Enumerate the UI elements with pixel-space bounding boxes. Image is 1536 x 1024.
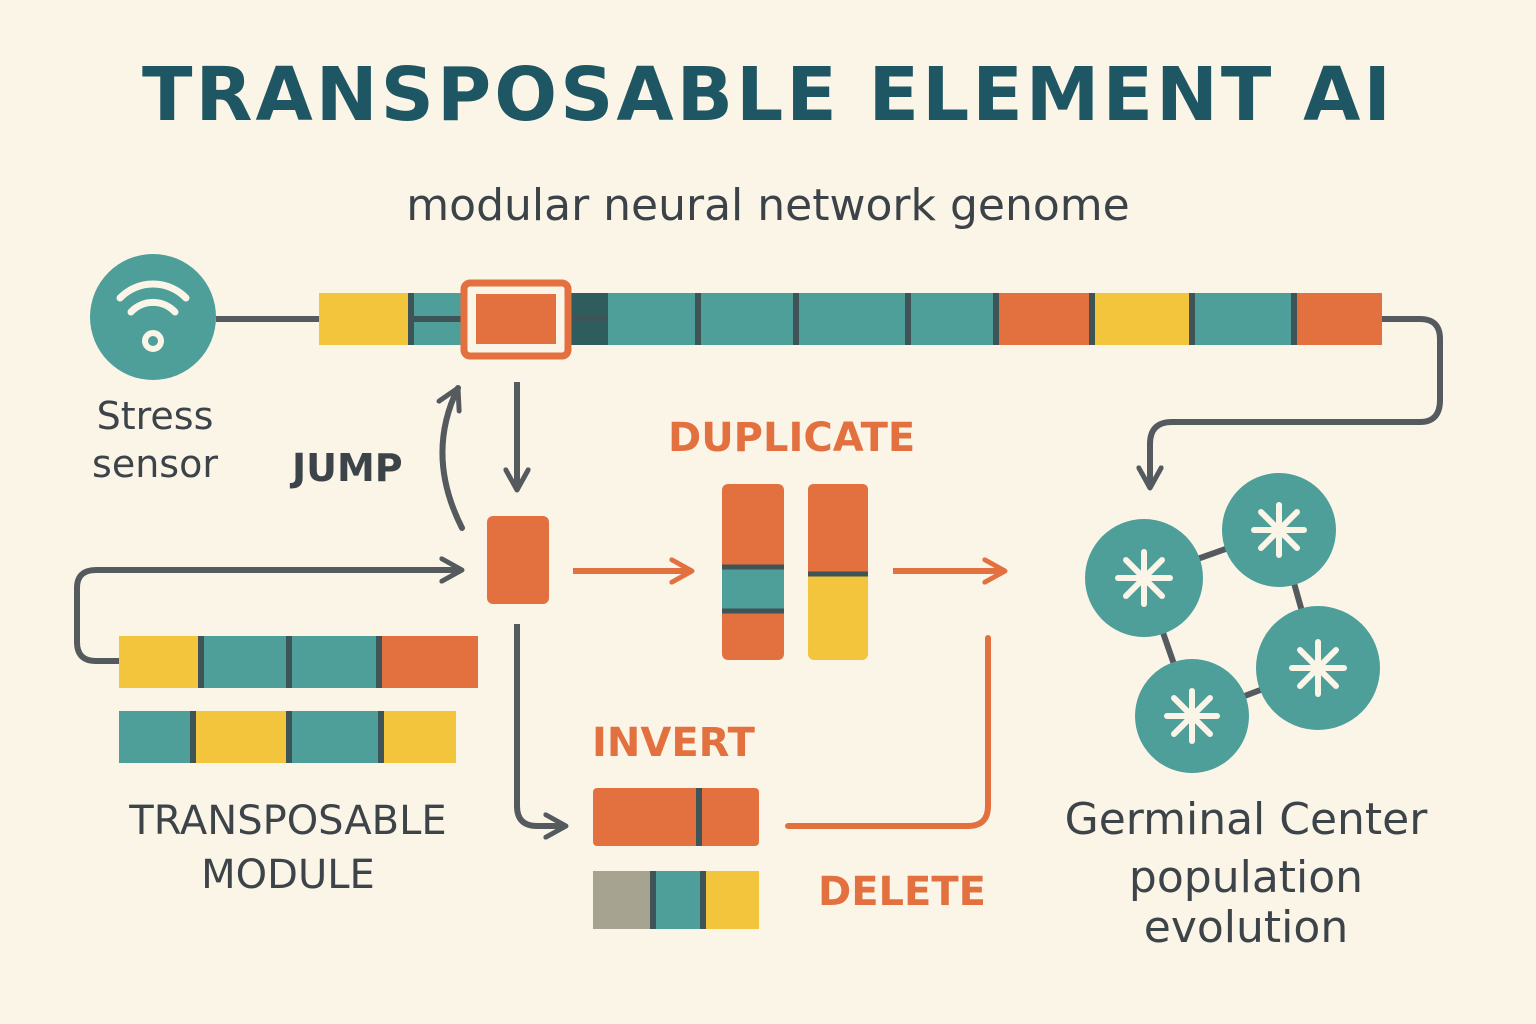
invert-label: INVERT	[592, 720, 755, 766]
stress-sensor-label-1: Stress	[96, 394, 214, 438]
module-row-1	[119, 636, 478, 688]
page-subtitle: modular neural network genome	[406, 180, 1130, 231]
genome-seg-4	[608, 293, 698, 345]
module-insert-arrow	[74, 570, 462, 664]
genome-seg-6	[796, 293, 908, 345]
module-row-2	[119, 711, 456, 763]
invert-return-path	[785, 635, 991, 829]
element-to-invert-arrow	[514, 624, 566, 826]
module-label-2: MODULE	[201, 852, 375, 898]
genome-dividers	[408, 293, 1297, 345]
germinal-label-2: population	[1128, 852, 1364, 903]
genome-seg-7	[908, 293, 996, 345]
transposon-element	[487, 516, 549, 604]
genome-to-population-arrow	[1150, 316, 1443, 488]
delete-bar	[593, 871, 759, 929]
page-title: TRANSPOSABLE ELEMENT AI	[142, 52, 1394, 138]
genome-seg-11	[1294, 293, 1382, 345]
duplicate-right-block	[808, 484, 868, 660]
dup-right-top	[808, 484, 868, 574]
sensor-circle	[90, 254, 216, 380]
genome-seg-10	[1192, 293, 1294, 345]
germinal-label-1: Germinal Center	[1064, 794, 1428, 845]
delete-label: DELETE	[818, 869, 986, 915]
population-cell-4	[1135, 659, 1249, 773]
selected-element	[476, 294, 556, 344]
dup-left-band	[722, 567, 784, 611]
asterisk-cell-icon	[1251, 502, 1307, 558]
stress-sensor	[90, 254, 216, 380]
population-cell-2	[1222, 473, 1336, 587]
population-cell-1	[1085, 519, 1203, 637]
asterisk-cell-icon	[1115, 549, 1173, 607]
asterisk-cell-icon	[1289, 639, 1347, 697]
asterisk-cell-icon	[1164, 688, 1220, 744]
module-label-1: TRANSPOSABLE	[129, 798, 447, 844]
genome-seg-8	[996, 293, 1092, 345]
genome-seg-9	[1092, 293, 1192, 345]
genome-seg-5	[698, 293, 796, 345]
wifi-signal-icon	[116, 280, 190, 352]
duplicate-left-block	[722, 484, 784, 660]
duplicate-label: DUPLICATE	[668, 415, 916, 461]
jump-arrow	[442, 385, 465, 531]
germinal-label-3: evolution	[1143, 902, 1349, 953]
genome-seg-1	[319, 293, 411, 345]
population-cell-3	[1256, 606, 1380, 730]
jump-label: JUMP	[292, 446, 403, 490]
stress-sensor-label-2: sensor	[92, 442, 218, 486]
genome-bar	[319, 279, 1382, 360]
invert-bar	[593, 788, 759, 846]
